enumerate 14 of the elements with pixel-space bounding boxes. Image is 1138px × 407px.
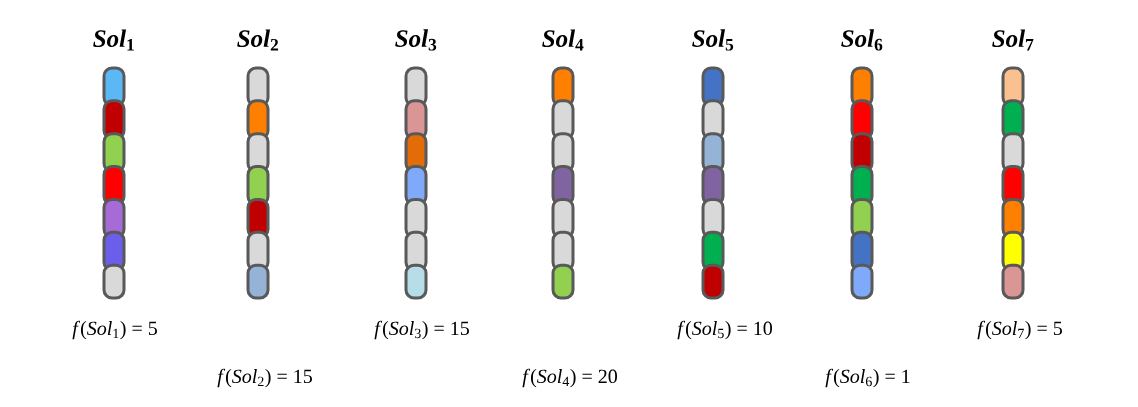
solution-label: Sol$_{6}$ [841, 29, 883, 51]
fitness-label: f(Sol$_{4}$) = 20 [522, 368, 617, 388]
solution-label: Sol$_{2}$ [237, 29, 279, 51]
fitness-label: f(Sol$_{3}$) = 15 [374, 320, 469, 340]
solution-label: Sol$_{3}$ [395, 29, 437, 51]
fitness-label: f(Sol$_{7}$) = 5 [977, 320, 1062, 340]
solution-label: Sol$_{5}$ [692, 29, 734, 51]
solution-label: Sol$_{1}$ [93, 29, 134, 51]
fitness-label: f(Sol$_{5}$) = 10 [677, 320, 772, 340]
fitness-label: f(Sol$_{2}$) = 15 [217, 368, 312, 388]
solution-label: Sol$_{4}$ [542, 29, 584, 51]
solution-label: Sol$_{7}$ [992, 29, 1034, 51]
fitness-label: f(Sol$_{6}$) = 1 [825, 368, 910, 388]
fitness-label: f(Sol$_{1}$) = 5 [72, 320, 157, 340]
